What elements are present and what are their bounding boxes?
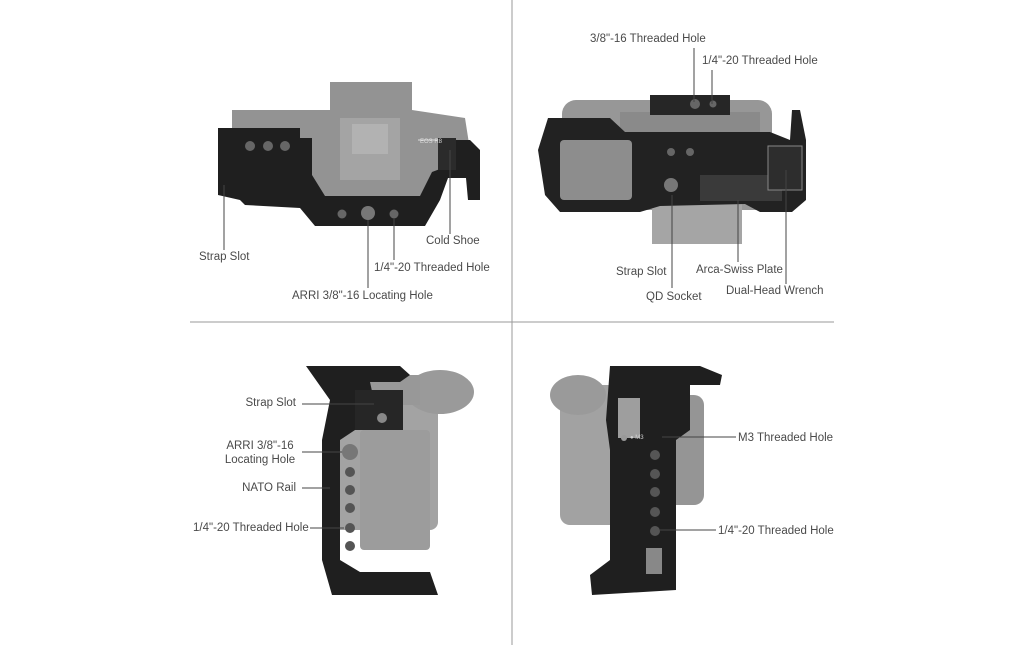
arri-locating-hole xyxy=(361,206,375,220)
screw xyxy=(377,413,387,423)
qd-socket xyxy=(664,178,678,192)
threaded-hole xyxy=(345,503,355,513)
inner-window xyxy=(618,398,640,438)
label-arca-swiss-plate: Arca-Swiss Plate xyxy=(696,264,783,276)
handle-block xyxy=(355,390,403,430)
cage-side-frame xyxy=(306,366,438,595)
label-strap-slot: Strap Slot xyxy=(245,397,297,409)
bottom-left-leaders xyxy=(302,403,374,529)
label-m3-threaded-hole: M3 Threaded Hole xyxy=(738,432,834,444)
threaded-hole xyxy=(389,209,399,219)
threaded-hole xyxy=(337,209,347,219)
right-side-illustration xyxy=(550,366,722,595)
label-arri-hole: ARRI 3/8"-16 Locating Hole xyxy=(292,290,433,302)
m3-engraving: ● M3 xyxy=(630,435,644,441)
cage-hole xyxy=(263,141,273,151)
cage-hole xyxy=(667,148,675,156)
dual-head-wrench xyxy=(767,145,803,191)
label-dual-head-wrench: Dual-Head Wrench xyxy=(726,285,824,297)
arri-locating-hole xyxy=(342,444,358,460)
lens-barrel xyxy=(406,370,474,414)
threaded-hole-38 xyxy=(690,99,700,109)
label-qd-socket: QD Socket xyxy=(646,291,702,303)
bottom-slot xyxy=(646,548,662,574)
threaded-hole xyxy=(650,487,660,497)
cage-hole xyxy=(280,141,290,151)
top-left-leaders xyxy=(223,150,451,288)
threaded-hole xyxy=(345,541,355,551)
cage-hole xyxy=(686,148,694,156)
viewfinder-hump xyxy=(352,124,388,154)
lens-barrel xyxy=(550,375,606,415)
top-right-leaders xyxy=(671,48,787,288)
label-cold-shoe: Cold Shoe xyxy=(426,235,480,247)
left-side-illustration xyxy=(306,366,474,595)
threaded-hole-14 xyxy=(709,100,717,108)
cold-shoe-mount xyxy=(438,138,456,170)
threaded-hole xyxy=(345,467,355,477)
cage-top-frame xyxy=(218,128,480,226)
label-arri-line2: Locating Hole xyxy=(224,454,296,466)
label-arri-line1: ARRI 3/8"-16 xyxy=(226,440,294,452)
threaded-hole xyxy=(650,526,660,536)
top-handle-block xyxy=(650,95,730,115)
label-threaded-hole: 1/4"-20 Threaded Hole xyxy=(193,522,309,534)
label-threaded-hole-14: 1/4"-20 Threaded Hole xyxy=(702,55,818,67)
label-threaded-hole: 1/4"-20 Threaded Hole xyxy=(374,262,490,274)
lens-mount-ring xyxy=(620,112,760,134)
battery-cover xyxy=(360,430,430,550)
bottom-right-leaders xyxy=(660,436,736,531)
threaded-hole xyxy=(650,469,660,479)
camera-badge: EOS R8 xyxy=(420,139,443,145)
threaded-hole xyxy=(345,485,355,495)
label-threaded-hole-38: 3/8"-16 Threaded Hole xyxy=(590,33,706,45)
threaded-hole xyxy=(650,507,660,517)
threaded-hole xyxy=(345,523,355,533)
battery-door xyxy=(560,140,632,200)
threaded-hole xyxy=(650,450,660,460)
label-threaded-hole: 1/4"-20 Threaded Hole xyxy=(718,525,834,537)
label-strap-slot: Strap Slot xyxy=(616,266,667,278)
m3-threaded-hole xyxy=(621,435,627,441)
label-strap-slot: Strap Slot xyxy=(199,251,250,263)
label-nato-rail: NATO Rail xyxy=(242,482,296,494)
cage-hole xyxy=(245,141,255,151)
top-view-illustration xyxy=(218,82,480,226)
bottom-view-illustration xyxy=(538,95,806,244)
